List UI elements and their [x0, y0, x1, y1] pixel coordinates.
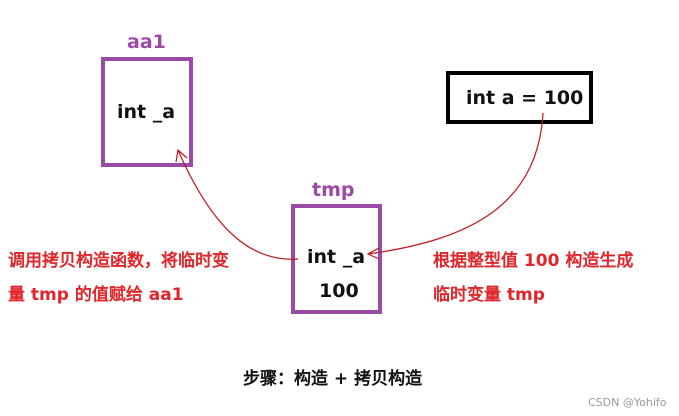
tmp-object-box: int _a 100: [291, 204, 382, 314]
tmp-value: 100: [319, 280, 359, 302]
construct-annotation-line2: 临时变量 tmp: [433, 285, 545, 305]
aa1-label: aa1: [127, 31, 166, 53]
copy-arrowhead: [175, 148, 188, 163]
tmp-label: tmp: [312, 179, 355, 201]
steps-caption: 步骤：构造 + 拷贝构造: [243, 369, 423, 389]
aa1-object-box: int _a: [101, 57, 193, 167]
construct-annotation-line1: 根据整型值 100 构造生成: [433, 251, 634, 271]
source-int-text: int a = 100: [466, 87, 584, 109]
copy-arrow: [177, 149, 299, 260]
copy-annotation-line1: 调用拷贝构造函数，将临时变: [8, 251, 229, 271]
tmp-member: int _a: [307, 246, 366, 268]
source-int-box: int a = 100: [446, 71, 593, 124]
aa1-member: int _a: [117, 101, 176, 123]
construct-arrowhead: [366, 247, 380, 260]
watermark: CSDN @Yohifo: [588, 396, 667, 409]
construct-arrow: [367, 112, 544, 255]
copy-annotation-line2: 量 tmp 的值赋给 aa1: [8, 285, 184, 305]
